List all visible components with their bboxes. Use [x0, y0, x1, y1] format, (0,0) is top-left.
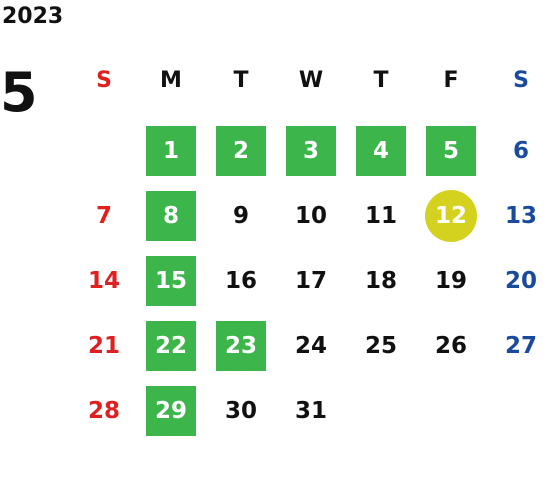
- day-cell-3[interactable]: 3: [286, 126, 336, 176]
- day-cell-28[interactable]: 28: [87, 398, 120, 424]
- day-cell-23[interactable]: 23: [216, 321, 266, 371]
- day-cell-22[interactable]: 22: [146, 321, 196, 371]
- weekday-header-3: W: [298, 68, 324, 93]
- day-cell-5[interactable]: 5: [426, 126, 476, 176]
- day-cell-15[interactable]: 15: [146, 256, 196, 306]
- day-cell-20[interactable]: 20: [504, 268, 537, 294]
- day-cell-31[interactable]: 31: [294, 398, 327, 424]
- day-cell-17[interactable]: 17: [294, 268, 327, 294]
- day-cell-29[interactable]: 29: [146, 386, 196, 436]
- day-cell-26[interactable]: 26: [434, 333, 467, 359]
- day-cell-8[interactable]: 8: [146, 191, 196, 241]
- day-cell-11[interactable]: 11: [364, 203, 397, 229]
- day-cell-21[interactable]: 21: [87, 333, 120, 359]
- month-number: 5: [0, 61, 38, 124]
- day-cell-27[interactable]: 27: [504, 333, 537, 359]
- day-cell-30[interactable]: 30: [224, 398, 257, 424]
- day-cell-14[interactable]: 14: [87, 268, 120, 294]
- day-cell-19[interactable]: 19: [434, 268, 467, 294]
- day-cell-9[interactable]: 9: [232, 203, 249, 229]
- weekday-header-2: T: [233, 68, 249, 93]
- weekday-header-4: T: [373, 68, 389, 93]
- weekday-header-0: S: [96, 68, 112, 93]
- day-cell-24[interactable]: 24: [294, 333, 327, 359]
- weekday-header-6: S: [513, 68, 529, 93]
- day-cell-13[interactable]: 13: [504, 203, 537, 229]
- day-cell-7[interactable]: 7: [95, 203, 112, 229]
- year-label: 2023: [2, 4, 64, 29]
- day-cell-4[interactable]: 4: [356, 126, 406, 176]
- day-cell-1[interactable]: 1: [146, 126, 196, 176]
- day-cell-10[interactable]: 10: [294, 203, 327, 229]
- day-cell-2[interactable]: 2: [216, 126, 266, 176]
- day-cell-25[interactable]: 25: [364, 333, 397, 359]
- day-cell-6[interactable]: 6: [512, 138, 529, 164]
- day-cell-12[interactable]: 12: [425, 190, 477, 242]
- day-cell-18[interactable]: 18: [364, 268, 397, 294]
- weekday-header-1: M: [160, 68, 182, 93]
- weekday-header-5: F: [443, 68, 459, 93]
- day-cell-16[interactable]: 16: [224, 268, 257, 294]
